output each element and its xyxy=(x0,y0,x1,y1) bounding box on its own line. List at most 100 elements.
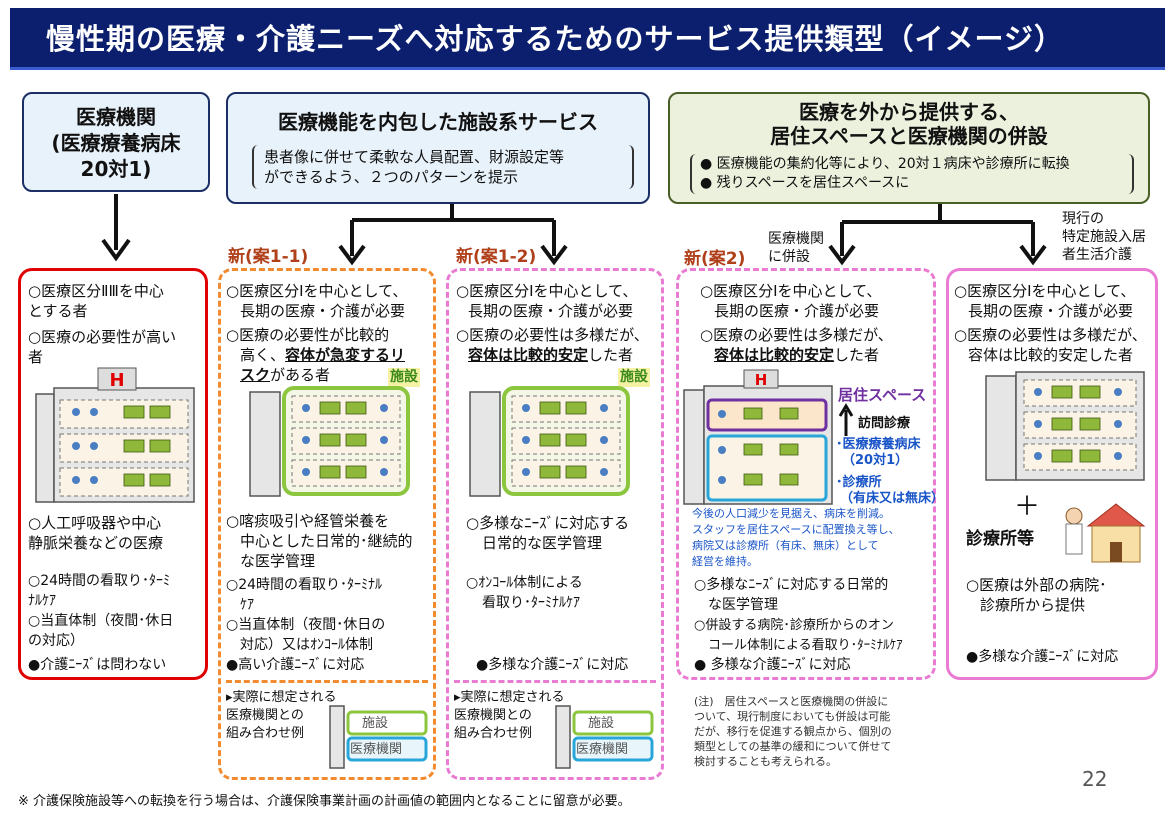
arrow-split-col4-col5 xyxy=(828,204,1047,266)
col5-item1-line1: ○医療区分Ⅰを中心として、 xyxy=(954,282,1136,300)
header-b-note: 患者像に併せて柔軟な人員配置、財源設定等 ができるよう、２つのパターンを提示 xyxy=(252,145,634,189)
col3-item2-line2: 容体は比較的安定した者 xyxy=(468,346,633,365)
col4-caveat: (注) 居住スペースと医療機関の併設に ついて、現行制度においても併設は可能 だ… xyxy=(694,694,934,769)
col4-note-line1: 今後の人口減少を見据え、病床を削減。 xyxy=(692,507,890,520)
col2-item3-line2: 中心とした日常的･継続的 xyxy=(240,532,413,550)
col2-item2-line2-a: 高く、 xyxy=(240,346,286,364)
col2-example-facility: 施設 xyxy=(362,716,389,731)
label-heisetsu-line2: に併設 xyxy=(768,249,810,265)
svg-text:H: H xyxy=(755,371,768,389)
arrow-to-col1 xyxy=(101,194,131,262)
col2-example-medical: 医療機関 xyxy=(350,742,403,757)
col3-item3-line1: ○多様なﾆｰｽﾞに対応する xyxy=(466,514,630,532)
col2-item3-line1: ○喀痰吸引や経管栄養を xyxy=(226,512,390,530)
col4-caveat-line5: 検討することも考えられる。 xyxy=(694,755,837,768)
col4-item3-line2: な医学管理 xyxy=(708,597,778,613)
col1-item5-line1: ○当直体制（夜間･休日 xyxy=(28,613,174,629)
col5-item2-line2: 容体は比較的安定した者 xyxy=(968,346,1134,364)
col4-item1-line2: 長期の医療・介護が必要 xyxy=(714,302,880,320)
col4-item4-line1: ○併設する病院･診療所からのオン xyxy=(694,618,894,633)
col1-item4-line2: ﾅﾙｹｱ xyxy=(28,593,56,609)
header-c-note: ● 医療機能の集約化等により、20対１病床や診療所に転換 ● 残りスペースを居住… xyxy=(690,154,1134,194)
col5-item3-line1: ○医療は外部の病院･ xyxy=(966,576,1107,594)
col1-item2-line2: 者 xyxy=(28,348,44,366)
col4-caveat-line4: 類型としての基準の緩和について併せて xyxy=(694,740,892,753)
header-a-line1: 医療機関 xyxy=(76,105,156,129)
col3-facility-tag: 施設 xyxy=(618,368,650,387)
col4-item4-line2: コール体制による看取り･ﾀｰﾐﾅﾙｹｱ xyxy=(708,638,903,653)
col5-item4: ●多様な介護ﾆｰｽﾞに対応 xyxy=(966,649,1119,665)
header-b-note-line1: 患者像に併せて柔軟な人員配置、財源設定等 xyxy=(264,148,565,166)
label-current-line2: 特定施設入居 xyxy=(1062,229,1146,245)
col2-item2-line1: ○医療の必要性が比較的 xyxy=(226,326,390,344)
label-current-line1: 現行の xyxy=(1062,211,1104,227)
col3-item5: ●多様な介護ﾆｰｽﾞに対応 xyxy=(476,657,629,673)
col2-item2-line3: スクがある者 xyxy=(240,366,330,385)
col2-example-line1: ▸実際に想定される xyxy=(226,690,337,705)
col2-item5-line2: 対応）又はｵﾝｺｰﾙ体制 xyxy=(240,637,373,653)
label-current-line3: 者生活介護 xyxy=(1062,247,1132,263)
col3-example-line1: ▸実際に想定される xyxy=(454,690,565,705)
header-a-line3: 20対1) xyxy=(80,157,152,181)
col1-item1-line2: とする者 xyxy=(28,302,88,320)
header-medical-institution: 医療機関 (医療療養病床 20対1) xyxy=(22,92,210,192)
col4-item5: ● 多様な介護ﾆｰｽﾞに対応 xyxy=(694,657,851,673)
col4-visit-label: 訪問診療 xyxy=(858,416,911,431)
col3-example-facility: 施設 xyxy=(588,716,615,731)
header-b-note-line2: ができるよう、２つのパターンを提示 xyxy=(264,168,518,186)
col3-item1-line1: ○医療区分Ⅰを中心として、 xyxy=(456,282,638,300)
col4-note-line4: 経営を維持。 xyxy=(692,555,758,568)
col3-example-medical: 医療機関 xyxy=(576,742,629,757)
header-b-title: 医療機能を内包した施設系サービス xyxy=(278,110,598,134)
header-c-title2: 居住スペースと医療機関の併設 xyxy=(770,124,1048,148)
col4-item2-line2-b: した者 xyxy=(834,346,880,364)
col2-item4-line2: ｹｱ xyxy=(240,597,254,613)
col2-item1-line1: ○医療区分Ⅰを中心として、 xyxy=(226,282,408,300)
col2-item4-line1: ○24時間の看取り･ﾀｰﾐﾅﾙ xyxy=(226,577,383,593)
label-heisetsu-line1: 医療機関 xyxy=(768,231,824,247)
col2-divider xyxy=(226,680,428,683)
col3-item4-line1: ○ｵﾝｺｰﾙ体制による xyxy=(466,575,583,591)
col4-item3-line1: ○多様なﾆｰｽﾞに対応する日常的 xyxy=(694,577,889,593)
col2-example-line3: 組み合わせ例 xyxy=(226,726,305,741)
case-label-1-1: 新(案1-1) xyxy=(228,247,309,267)
col2-item2-line3-b: がある者 xyxy=(270,366,331,384)
header-c-note-line2: ● 残りスペースを居住スペースに xyxy=(700,175,910,191)
col3-item3-line2: 日常的な医学管理 xyxy=(482,534,603,552)
col4-clinic-line2: （有床又は無床） xyxy=(840,491,945,506)
col2-item2-line3-a: スク xyxy=(240,366,271,384)
col1-item6: ●介護ﾆｰｽﾞは問わない xyxy=(28,657,167,673)
facility-building-illustration-1 xyxy=(249,386,410,497)
combination-illustration-2 xyxy=(555,705,654,769)
header-a-line2: (医療療養病床 xyxy=(51,131,181,155)
col1-item3-line1: ○人工呼吸器や中心 xyxy=(28,514,162,532)
page-number: 22 xyxy=(1082,767,1108,791)
col4-note-line3: 病院又は診療所（有床、無床）として xyxy=(692,539,879,552)
col2-item2-line2-b: 容体が急変するリ xyxy=(285,346,406,364)
col3-divider xyxy=(454,680,656,683)
col5-plus-sign: ＋ xyxy=(1014,492,1041,522)
col1-item1-line1: ○医療区分ⅡⅢを中心 xyxy=(28,282,164,300)
col4-item2-line2: 容体は比較的安定した者 xyxy=(714,346,879,365)
col3-item4-line2: 看取り･ﾀｰﾐﾅﾙｹｱ xyxy=(482,595,580,611)
col4-caveat-line3: だが、移行を促進する観点から、個別の xyxy=(694,725,892,738)
case-label-1-2: 新(案1-2) xyxy=(456,247,537,267)
col5-item1-line2: 長期の医療・介護が必要 xyxy=(968,302,1134,320)
col2-item5-line1: ○当直体制（夜間･休日の xyxy=(226,617,386,633)
col1-item5-line2: の対応） xyxy=(28,633,84,649)
col4-caveat-line2: ついて、現行制度においても併設は可能 xyxy=(694,710,891,723)
column-case-1-1 xyxy=(218,268,436,780)
page-title: 慢性期の医療・介護ニーズへ対応するためのサービス提供類型（イメージ） xyxy=(10,8,1165,70)
col2-item6: ●高い介護ﾆｰｽﾞに対応 xyxy=(226,657,365,673)
col4-clinic-line1: ･診療所 xyxy=(836,475,882,490)
col3-example-line2: 医療機関との xyxy=(454,708,532,723)
col3-item1-line2: 長期の医療・介護が必要 xyxy=(468,302,634,320)
column-case-1-2 xyxy=(446,268,664,780)
combination-illustration-1 xyxy=(329,705,428,769)
footnote: ※ 介護保険施設等への転換を行う場合は、介護保険事業計画の計画値の範囲内となるこ… xyxy=(18,794,631,809)
col4-item1-line1: ○医療区分Ⅰを中心として、 xyxy=(700,282,882,300)
col2-facility-tag: 施設 xyxy=(388,368,420,387)
header-external-medical: 医療を外から提供する、 居住スペースと医療機関の併設 ● 医療機能の集約化等によ… xyxy=(668,92,1150,204)
col1-item3-line2: 静脈栄養などの医療 xyxy=(28,534,164,552)
